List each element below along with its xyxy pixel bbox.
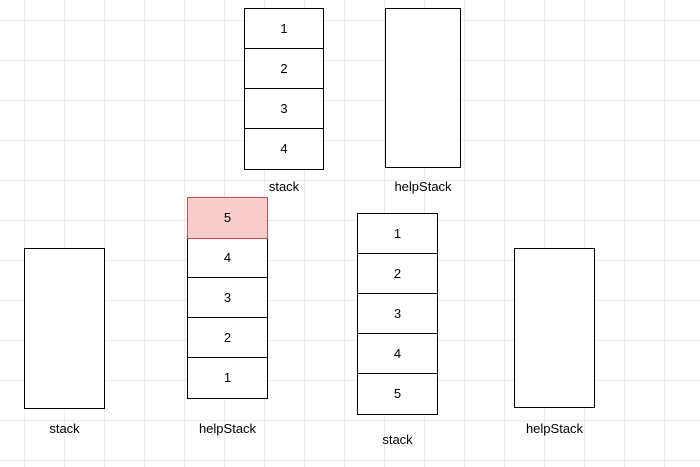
stack-cell[interactable]: 5 — [357, 373, 438, 415]
bottom-middle-stack-shape[interactable]: 1 2 3 4 5 — [357, 213, 438, 415]
middle-helpstack-label[interactable]: helpStack — [198, 421, 257, 436]
middle-helpstack-shape[interactable]: 5 4 3 2 1 — [187, 197, 268, 399]
top-stack-label[interactable]: stack — [268, 179, 300, 194]
stack-cell[interactable]: 3 — [244, 88, 324, 130]
stack-cell[interactable]: 2 — [187, 317, 268, 359]
top-helpstack-shape[interactable] — [385, 8, 461, 168]
stack-cell[interactable]: 1 — [357, 213, 438, 255]
stack-cell[interactable]: 4 — [187, 237, 268, 279]
bottom-right-helpstack-shape[interactable] — [514, 248, 595, 408]
stack-cell[interactable]: 4 — [357, 333, 438, 375]
bottom-middle-stack-label[interactable]: stack — [382, 432, 413, 447]
bottom-left-stack-label[interactable]: stack — [49, 421, 80, 436]
top-helpstack-label[interactable]: helpStack — [394, 179, 452, 194]
stack-cell[interactable]: 1 — [187, 357, 268, 399]
top-stack-shape[interactable]: 1 2 3 4 — [244, 8, 324, 170]
stack-cell[interactable]: 2 — [357, 253, 438, 295]
stack-cell[interactable]: 1 — [244, 8, 324, 50]
stack-cell[interactable]: 4 — [244, 128, 324, 170]
stack-cell[interactable]: 3 — [357, 293, 438, 335]
stack-cell[interactable]: 3 — [187, 277, 268, 319]
bottom-right-helpstack-label[interactable]: helpStack — [525, 421, 584, 436]
bottom-left-stack-shape[interactable] — [24, 248, 105, 409]
stack-cell[interactable]: 2 — [244, 48, 324, 90]
stack-cell-highlighted[interactable]: 5 — [187, 197, 268, 239]
